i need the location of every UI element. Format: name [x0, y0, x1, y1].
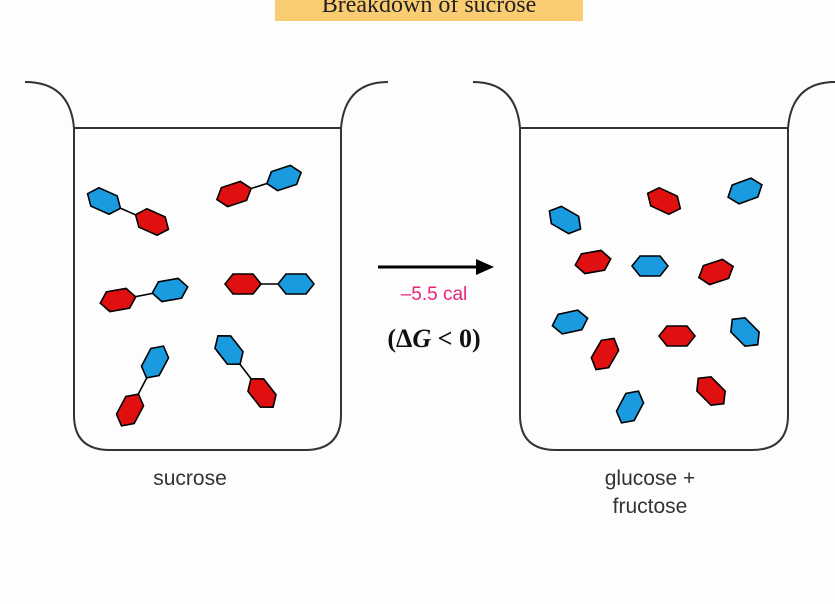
- fructose-molecule: [690, 370, 732, 412]
- glucose-molecule: [631, 255, 669, 277]
- fructose-molecule: [658, 325, 696, 347]
- monosaccharide-molecules: [543, 174, 767, 429]
- sucrose-molecules: [82, 162, 315, 432]
- figure-title: Breakdown of sucrose: [275, 0, 583, 21]
- products-label-line2: fructose: [612, 495, 688, 518]
- sucrose-molecule: [97, 276, 191, 314]
- fructose-molecule: [586, 332, 624, 376]
- sucrose-molecule: [111, 340, 174, 432]
- glucose-molecule: [549, 307, 591, 337]
- sucrose-molecule: [224, 273, 315, 295]
- glucose-molecule: [543, 201, 587, 239]
- sucrose-label: sucrose: [153, 467, 227, 490]
- sucrose-molecule: [209, 328, 282, 415]
- delta-g-label: (ΔG < 0): [387, 324, 481, 353]
- fructose-molecule: [642, 183, 686, 219]
- sucrose-molecule: [82, 183, 174, 240]
- fructose-molecule: [694, 256, 738, 288]
- glucose-molecule: [723, 174, 767, 208]
- fructose-molecule: [572, 248, 614, 276]
- glucose-molecule: [611, 385, 649, 429]
- glucose-molecule: [724, 311, 766, 353]
- products-label: glucose + fructose: [570, 465, 730, 521]
- products-label-line1: glucose +: [604, 467, 696, 490]
- energy-change-label: –5.5 cal: [400, 284, 468, 305]
- beaker-left-icon: [24, 81, 389, 451]
- beaker-right-icon: [472, 81, 835, 451]
- right-arrow-icon: [378, 259, 494, 275]
- sucrose-molecule: [212, 162, 306, 210]
